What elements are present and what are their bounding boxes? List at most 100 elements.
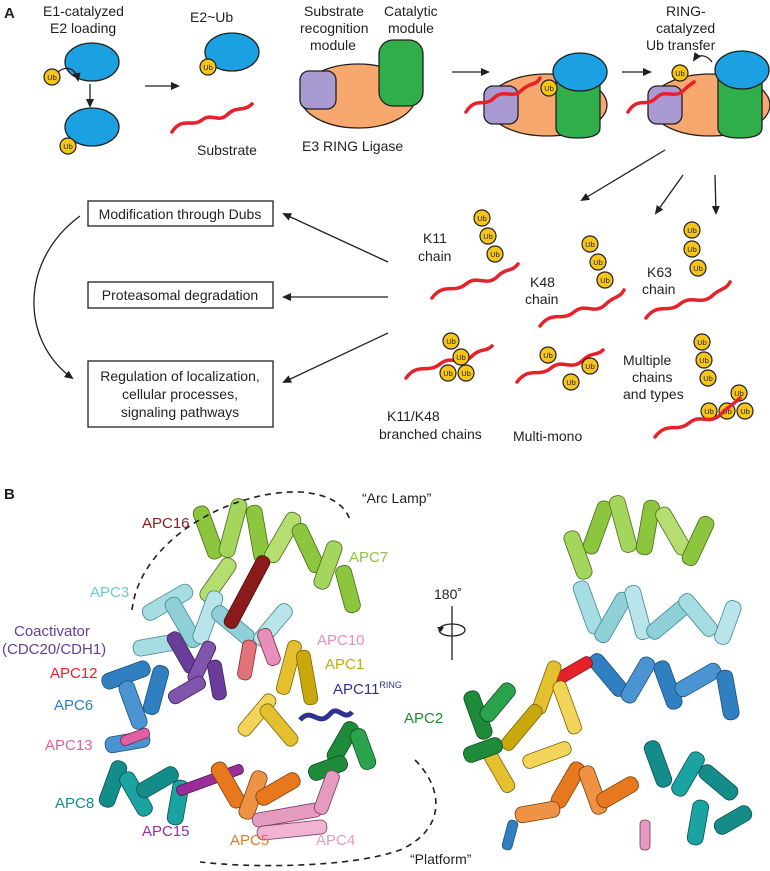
substrate-chain bbox=[170, 102, 254, 134]
svg-text:Ub: Ub bbox=[687, 226, 697, 235]
panel-b-label: B bbox=[4, 486, 15, 503]
ring-transfer-line3: Ub transfer bbox=[646, 37, 716, 53]
svg-text:Ub: Ub bbox=[456, 353, 466, 362]
ub-on-e2: Ub bbox=[59, 137, 77, 155]
label-apc8: APC8 bbox=[55, 795, 94, 812]
loading-curve-arrow bbox=[57, 67, 81, 82]
label-apc12: APC12 bbox=[50, 665, 98, 682]
box-proteasomal-degradation: Proteasomal degradation bbox=[87, 281, 274, 309]
label-apc3: APC3 bbox=[90, 584, 129, 601]
recog-module-line3: module bbox=[310, 37, 356, 53]
ring-transfer-line1: RING- bbox=[666, 3, 706, 19]
recog-module-line1: Substrate bbox=[304, 3, 364, 19]
recog-module-line2: recognition bbox=[300, 20, 369, 36]
catalytic-module-cylinder bbox=[378, 39, 424, 107]
k11-ub-chain: Ub Ub Ub bbox=[473, 209, 504, 263]
e2-enzyme-top bbox=[64, 42, 120, 82]
svg-text:Ub: Ub bbox=[593, 258, 603, 267]
svg-text:Ub: Ub bbox=[687, 245, 697, 254]
svg-text:Ub: Ub bbox=[544, 84, 554, 93]
e1-loading-label-line1: E1-catalyzed bbox=[43, 3, 124, 19]
rotation-arrow-icon bbox=[437, 606, 466, 660]
svg-text:Ub: Ub bbox=[600, 276, 610, 285]
arrow-to-k63 bbox=[711, 174, 720, 215]
svg-text:Ub: Ub bbox=[483, 232, 493, 241]
ub-on-e2ub: Ub bbox=[199, 58, 217, 76]
substrate-label: Substrate bbox=[197, 142, 257, 158]
svg-text:Ub: Ub bbox=[461, 369, 471, 378]
svg-text:Ub: Ub bbox=[740, 407, 750, 416]
k63-ub-chain: Ub Ub Ub bbox=[683, 221, 707, 277]
arrow-to-k11 bbox=[580, 149, 666, 202]
arc-lamp-contour bbox=[131, 491, 351, 611]
substrate-recognition-module bbox=[299, 70, 337, 110]
svg-text:Ub: Ub bbox=[722, 407, 732, 416]
svg-text:Ub: Ub bbox=[734, 389, 744, 398]
svg-text:Ub: Ub bbox=[703, 374, 713, 383]
box-modification-dubs: Modification through Dubs bbox=[87, 200, 274, 227]
label-apc13: APC13 bbox=[45, 737, 93, 754]
e2ub-enzyme bbox=[204, 32, 260, 72]
label-apc5: APC5 bbox=[230, 832, 269, 849]
k63-line1: K63 bbox=[647, 264, 672, 280]
svg-text:Ub: Ub bbox=[585, 362, 595, 371]
svg-text:Ub: Ub bbox=[203, 63, 213, 72]
catalytic-module-line1: Catalytic bbox=[384, 3, 438, 19]
label-coactivator-line2: (CDC20/CDH1) bbox=[2, 641, 106, 658]
e1-loading-label-line2: E2 loading bbox=[50, 20, 116, 36]
k48-ub-chain: Ub Ub Ub bbox=[581, 235, 614, 289]
svg-text:Ub: Ub bbox=[704, 407, 714, 416]
label-apc1: APC1 bbox=[325, 656, 364, 673]
label-apc11: APC11RING bbox=[333, 680, 402, 698]
multimono-ubs: Ub Ub Ub bbox=[539, 346, 599, 391]
label-coactivator-line1: Coactivator bbox=[14, 623, 90, 640]
svg-text:Ub: Ub bbox=[585, 240, 595, 249]
k48-line2: chain bbox=[525, 291, 558, 307]
svg-text:Ub: Ub bbox=[47, 73, 57, 82]
svg-text:Ub: Ub bbox=[675, 69, 685, 78]
branched-line2: branched chains bbox=[379, 426, 482, 442]
branched-ub-chain: Ub Ub Ub Ub bbox=[439, 332, 475, 382]
rotation-label: 180˚ bbox=[434, 586, 462, 602]
k11-line2: chain bbox=[418, 248, 451, 264]
arrow-to-k48 bbox=[654, 174, 684, 215]
svg-text:Ub: Ub bbox=[543, 351, 553, 360]
svg-text:signaling pathways: signaling pathways bbox=[121, 404, 239, 420]
multi-ub-chains: Ub Ub Ub Ub Ub Ub Ub bbox=[693, 333, 754, 420]
platform-label: “Platform” bbox=[410, 851, 472, 867]
label-apc16: APC16 bbox=[142, 515, 190, 532]
multi-line2: chains bbox=[632, 369, 672, 385]
svg-text:Ub: Ub bbox=[446, 337, 456, 346]
svg-text:Ub: Ub bbox=[443, 369, 453, 378]
svg-text:cellular processes,: cellular processes, bbox=[122, 386, 238, 402]
k63-line2: chain bbox=[642, 281, 675, 297]
svg-text:Proteasomal degradation: Proteasomal degradation bbox=[102, 287, 258, 303]
arrow-chains-to-regulation bbox=[282, 332, 389, 383]
catalytic-module-line2: module bbox=[388, 20, 434, 36]
label-apc6: APC6 bbox=[54, 697, 93, 714]
k11-substrate bbox=[430, 262, 520, 300]
panel-a-label: A bbox=[4, 5, 15, 22]
label-apc10: APC10 bbox=[317, 632, 365, 649]
ub-free: Ub bbox=[43, 68, 61, 86]
k48-substrate bbox=[538, 288, 626, 328]
label-apc7: APC7 bbox=[349, 549, 388, 566]
k11-line1: K11 bbox=[423, 230, 447, 246]
multi-line1: Multiple bbox=[623, 352, 671, 368]
e2-enzyme-loaded bbox=[64, 107, 120, 147]
dubs-to-regulation-arrow bbox=[33, 215, 81, 380]
multi-line3: and types bbox=[623, 386, 684, 402]
svg-text:Ub: Ub bbox=[490, 250, 500, 259]
label-apc15: APC15 bbox=[142, 823, 190, 840]
svg-text:Ub: Ub bbox=[63, 142, 73, 151]
assembled-complex: Ub bbox=[464, 52, 608, 139]
branched-line1: K11/K48 bbox=[387, 408, 440, 424]
ring-transfer-complex: Ub bbox=[626, 50, 770, 139]
label-apc4: APC4 bbox=[316, 832, 355, 849]
box-regulation: Regulation of localization, cellular pro… bbox=[87, 360, 274, 428]
arrow-chains-to-dubs bbox=[282, 213, 389, 263]
svg-text:Ub: Ub bbox=[693, 264, 703, 273]
apc-structure-back bbox=[463, 495, 753, 851]
arc-lamp-label: “Arc Lamp” bbox=[362, 490, 432, 506]
